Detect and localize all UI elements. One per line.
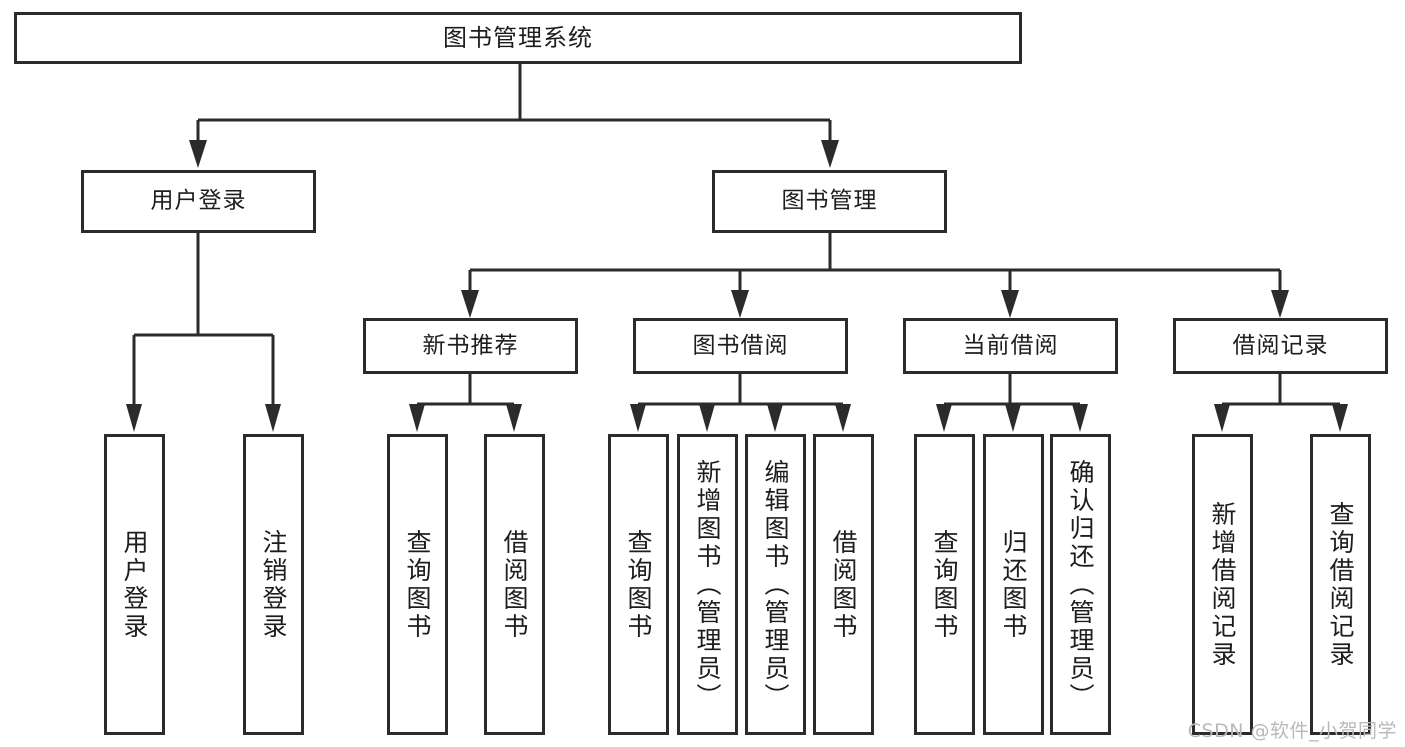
node-leaf-borrow-book-1-label: 借阅图书 [500, 528, 529, 641]
node-leaf-query-book-2[interactable]: 查询图书 [608, 434, 669, 735]
arrow-current-borrow-leaf-2 [1005, 404, 1021, 432]
node-user-login-label: 用户登录 [150, 188, 247, 215]
node-user-login[interactable]: 用户登录 [81, 170, 316, 233]
node-book-manage[interactable]: 图书管理 [712, 170, 947, 233]
node-leaf-query-book-1[interactable]: 查询图书 [387, 434, 448, 735]
node-leaf-edit-book-label: 编辑图书（管理员） [761, 458, 790, 711]
node-leaf-query-book-2-label: 查询图书 [624, 528, 653, 641]
node-borrow-record-label: 借阅记录 [1232, 332, 1329, 359]
node-leaf-query-record-label: 查询借阅记录 [1326, 500, 1355, 669]
node-new-book-recommend[interactable]: 新书推荐 [363, 318, 578, 374]
node-leaf-borrow-book-1[interactable]: 借阅图书 [484, 434, 545, 735]
node-leaf-confirm-return[interactable]: 确认归还（管理员） [1050, 434, 1111, 735]
arrow-book-borrow-leaf-3 [767, 404, 783, 432]
node-current-borrow-label: 当前借阅 [962, 332, 1059, 359]
node-leaf-confirm-return-label: 确认归还（管理员） [1066, 458, 1095, 711]
arrow-root-to-user-login [189, 140, 207, 168]
node-root[interactable]: 图书管理系统 [14, 12, 1022, 64]
node-leaf-borrow-book-2-label: 借阅图书 [829, 528, 858, 641]
node-root-label: 图书管理系统 [443, 24, 593, 52]
arrow-borrow-record-leaf-1 [1214, 404, 1230, 432]
arrow-current-borrow-leaf-3 [1072, 404, 1088, 432]
node-leaf-add-record-label: 新增借阅记录 [1208, 500, 1237, 669]
node-leaf-user-login-label: 用户登录 [120, 528, 149, 641]
arrow-to-book-borrow [731, 290, 749, 318]
node-leaf-edit-book[interactable]: 编辑图书（管理员） [745, 434, 806, 735]
node-leaf-user-logout-label: 注销登录 [259, 528, 288, 641]
node-leaf-query-book-3-label: 查询图书 [930, 528, 959, 641]
arrow-to-borrow-record [1271, 290, 1289, 318]
node-borrow-record[interactable]: 借阅记录 [1173, 318, 1388, 374]
arrow-current-borrow-leaf-1 [936, 404, 952, 432]
arrow-book-borrow-leaf-1 [630, 404, 646, 432]
node-leaf-add-record[interactable]: 新增借阅记录 [1192, 434, 1253, 735]
node-leaf-return-book-label: 归还图书 [999, 528, 1028, 641]
node-leaf-add-book[interactable]: 新增图书（管理员） [677, 434, 738, 735]
arrow-root-to-book-manage [821, 140, 839, 168]
arrow-new-book-recommend-leaf-1 [409, 404, 425, 432]
node-book-borrow-label: 图书借阅 [692, 332, 789, 359]
arrow-book-borrow-leaf-2 [699, 404, 715, 432]
node-book-manage-label: 图书管理 [781, 188, 878, 215]
node-leaf-query-record[interactable]: 查询借阅记录 [1310, 434, 1371, 735]
node-leaf-query-book-3[interactable]: 查询图书 [914, 434, 975, 735]
node-leaf-return-book[interactable]: 归还图书 [983, 434, 1044, 735]
node-new-book-recommend-label: 新书推荐 [422, 332, 519, 359]
node-book-borrow[interactable]: 图书借阅 [633, 318, 848, 374]
arrow-to-current-borrow [1001, 290, 1019, 318]
node-leaf-borrow-book-2[interactable]: 借阅图书 [813, 434, 874, 735]
node-leaf-user-login[interactable]: 用户登录 [104, 434, 165, 735]
node-current-borrow[interactable]: 当前借阅 [903, 318, 1118, 374]
node-leaf-add-book-label: 新增图书（管理员） [693, 458, 722, 711]
arrow-user-login-leaf-2 [265, 404, 281, 432]
arrow-new-book-recommend-leaf-2 [506, 404, 522, 432]
arrow-user-login-leaf-1 [126, 404, 142, 432]
arrow-to-new-book-recommend [461, 290, 479, 318]
node-leaf-user-logout[interactable]: 注销登录 [243, 434, 304, 735]
node-leaf-query-book-1-label: 查询图书 [403, 528, 432, 641]
arrow-borrow-record-leaf-2 [1332, 404, 1348, 432]
arrow-book-borrow-leaf-4 [835, 404, 851, 432]
